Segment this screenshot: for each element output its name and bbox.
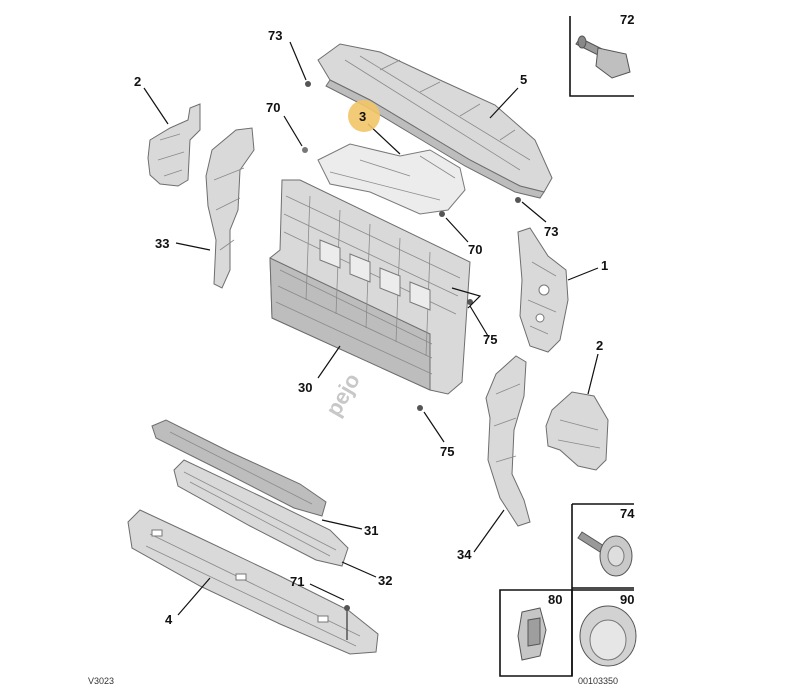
- bolt-72-icon: [575, 35, 631, 79]
- part-1-right-bracket[interactable]: [517, 227, 569, 353]
- fastener-marks: [302, 81, 521, 640]
- callout-70-top[interactable]: 70: [266, 100, 280, 115]
- callout-33[interactable]: 33: [155, 236, 169, 251]
- part-5-upper-crossmember[interactable]: [317, 43, 553, 199]
- footer-left-ref: V3023: [88, 676, 114, 685]
- callout-30[interactable]: 30: [298, 380, 312, 395]
- part-2-right-deflector[interactable]: [545, 391, 609, 471]
- callout-75-mid[interactable]: 75: [483, 332, 497, 347]
- part-34-right-seal[interactable]: [485, 355, 531, 527]
- part-31-lower-strip[interactable]: [151, 419, 327, 517]
- callout-3[interactable]: 3: [359, 109, 366, 124]
- part-32-lower-deflector[interactable]: [173, 459, 349, 567]
- part-30-front-panel[interactable]: [269, 179, 471, 395]
- inset-72-label: 72: [620, 12, 634, 27]
- part-4-lower-crossmember[interactable]: [127, 509, 379, 655]
- part-33-left-seal[interactable]: [205, 127, 255, 289]
- inset-72[interactable]: 72: [569, 12, 634, 97]
- part-2-left-deflector[interactable]: [147, 103, 201, 187]
- callout-2-left[interactable]: 2: [134, 74, 141, 89]
- callout-70-mid[interactable]: 70: [468, 242, 482, 257]
- callout-4[interactable]: 4: [165, 612, 173, 627]
- cap-90-icon: [579, 605, 637, 667]
- clip-80-icon: [517, 607, 547, 661]
- callout-34[interactable]: 34: [457, 547, 472, 562]
- inset-90[interactable]: 90: [572, 589, 637, 667]
- inset-74-label: 74: [620, 506, 635, 521]
- callout-5[interactable]: 5: [520, 72, 527, 87]
- callout-71[interactable]: 71: [290, 574, 304, 589]
- inset-80-label: 80: [548, 592, 562, 607]
- leader-lines: [143, 41, 599, 616]
- callout-73-right[interactable]: 73: [544, 224, 558, 239]
- push-rivet-74-icon: [577, 531, 633, 577]
- callout-32[interactable]: 32: [378, 573, 392, 588]
- callout-1[interactable]: 1: [601, 258, 608, 273]
- callout-75-low[interactable]: 75: [440, 444, 454, 459]
- part-3-air-deflector[interactable]: [317, 143, 466, 215]
- callout-labels: 73 5 2 70 3 73 33 70 1 75 2 30 75 31 32 …: [134, 28, 608, 627]
- watermark-text: pejo: [321, 369, 365, 421]
- highlight-circle: [348, 100, 380, 132]
- callout-73-top[interactable]: 73: [268, 28, 282, 43]
- inset-74[interactable]: 74: [571, 503, 635, 676]
- inset-90-label: 90: [620, 592, 634, 607]
- callout-31[interactable]: 31: [364, 523, 378, 538]
- inset-80[interactable]: 80: [499, 589, 573, 677]
- callout-2-right[interactable]: 2: [596, 338, 603, 353]
- footer-right-ref: 00103350: [578, 676, 618, 685]
